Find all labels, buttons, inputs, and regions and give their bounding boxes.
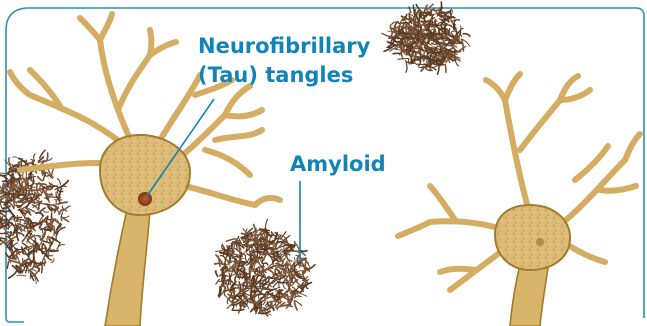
plaque-fiber — [1, 213, 5, 216]
plaque-fiber — [59, 188, 62, 198]
plaque-fiber — [7, 262, 8, 268]
plaque-fiber — [252, 291, 258, 292]
plaque-fiber — [46, 153, 47, 161]
plaque-fiber — [298, 291, 307, 296]
plaque-fiber — [249, 267, 250, 274]
plaque-fiber — [287, 294, 288, 301]
plaque-fiber — [36, 200, 42, 202]
plaque-fiber — [409, 59, 410, 65]
plaque-fiber — [266, 219, 268, 230]
plaque-fiber — [218, 287, 220, 296]
amyloid-label: Amyloid — [290, 150, 386, 179]
plaque-fiber — [250, 293, 251, 299]
plaque-fiber — [0, 233, 7, 234]
plaque-fiber — [226, 239, 235, 241]
tau-label-line1: Neurofibrillary — [198, 32, 370, 61]
plaque-fiber — [47, 236, 48, 243]
plaque-fiber — [307, 265, 315, 270]
tau-label-line2: (Tau) tangles — [198, 61, 370, 90]
plaque-fiber — [9, 158, 11, 165]
plaque-fiber — [44, 259, 45, 266]
plaque-fiber — [283, 283, 286, 289]
plaque-fiber — [47, 255, 52, 256]
plaque-fiber — [38, 177, 43, 181]
plaque-fiber — [17, 275, 26, 276]
plaque-fiber — [37, 185, 38, 193]
plaque-fiber — [215, 263, 224, 264]
plaque-fiber — [216, 250, 223, 251]
plaque-fiber — [216, 271, 218, 276]
plaque-fiber — [445, 64, 446, 72]
tau-tangle-marker — [138, 192, 152, 206]
plaque-fiber — [287, 255, 292, 261]
plaque-fiber — [435, 38, 446, 40]
plaque-fiber — [43, 210, 49, 212]
plaque-fiber — [419, 12, 420, 24]
amyloid-plaque-top — [382, 2, 470, 74]
tau-tangles-label: Neurofibrillary (Tau) tangles — [198, 32, 370, 90]
plaque-fiber — [50, 251, 58, 252]
plaque-fiber — [463, 34, 469, 37]
plaque-fiber — [16, 250, 17, 260]
plaque-fiber — [36, 213, 43, 216]
plaque-fiber — [57, 179, 60, 185]
plaque-fiber — [13, 157, 20, 160]
plaque-fiber — [232, 309, 244, 310]
plaque-fiber — [25, 211, 29, 218]
plaque-fiber — [220, 256, 225, 259]
plaque-fiber — [246, 243, 247, 252]
plaque-fiber — [398, 58, 409, 59]
plaque-fiber — [415, 10, 416, 16]
neuron-right — [398, 74, 640, 326]
plaque-fiber — [269, 277, 270, 284]
plaque-fiber — [280, 306, 292, 307]
plaque-fiber — [9, 271, 17, 278]
plaque-fiber — [295, 301, 302, 306]
plaque-fiber — [393, 53, 399, 54]
right-neuron-spot — [536, 238, 544, 246]
plaque-fiber — [41, 262, 42, 273]
